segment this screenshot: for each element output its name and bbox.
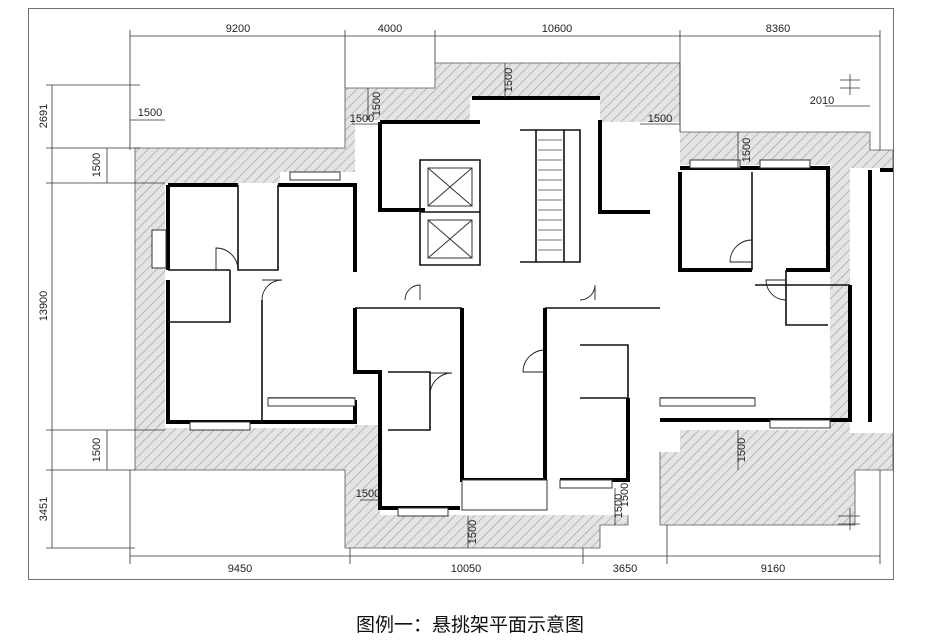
dim-inner-9: 2010	[810, 95, 834, 107]
dim-inner-7: 1500	[736, 438, 748, 462]
dim-inner-3: 1500	[371, 92, 383, 116]
dim-bottom-1: 9450	[228, 563, 252, 575]
dim-left-3: 13900	[38, 291, 50, 322]
door-swings	[215, 239, 787, 396]
elevator-shafts	[427, 167, 473, 259]
dim-left-1: 2691	[38, 104, 50, 128]
drawing-frame	[28, 8, 894, 580]
dim-top-4: 8360	[766, 23, 790, 35]
stair-treads	[538, 139, 562, 251]
windows	[151, 159, 831, 517]
figure-caption: 图例一：悬挑架平面示意图	[355, 614, 584, 636]
dim-top-1: 9200	[226, 23, 250, 35]
dim-left-2: 1500	[91, 153, 103, 177]
dim-inner-5: 1500	[648, 113, 672, 125]
dim-bottom-4: 9160	[761, 563, 785, 575]
dim-inner-8: 1500	[613, 494, 625, 518]
dim-inner-4: 1500	[503, 68, 515, 92]
dim-left-5: 3451	[38, 497, 50, 521]
dim-top-3: 10600	[542, 23, 573, 35]
dim-top-2: 4000	[378, 23, 402, 35]
dim-bottom-2: 10050	[451, 563, 482, 575]
dim-inner-12: 1500	[619, 483, 631, 507]
dim-inner-10: 1500	[356, 488, 380, 500]
building-footprint	[165, 98, 893, 515]
dim-inner-6: 1500	[741, 138, 753, 162]
dim-inner-2: 1500	[350, 113, 374, 125]
dim-left-4: 1500	[91, 438, 103, 462]
dim-inner-1: 1500	[138, 107, 162, 119]
dim-inner-11: 1500	[467, 520, 479, 544]
dim-bottom-3: 3650	[613, 563, 637, 575]
dimension-lines	[46, 30, 881, 564]
